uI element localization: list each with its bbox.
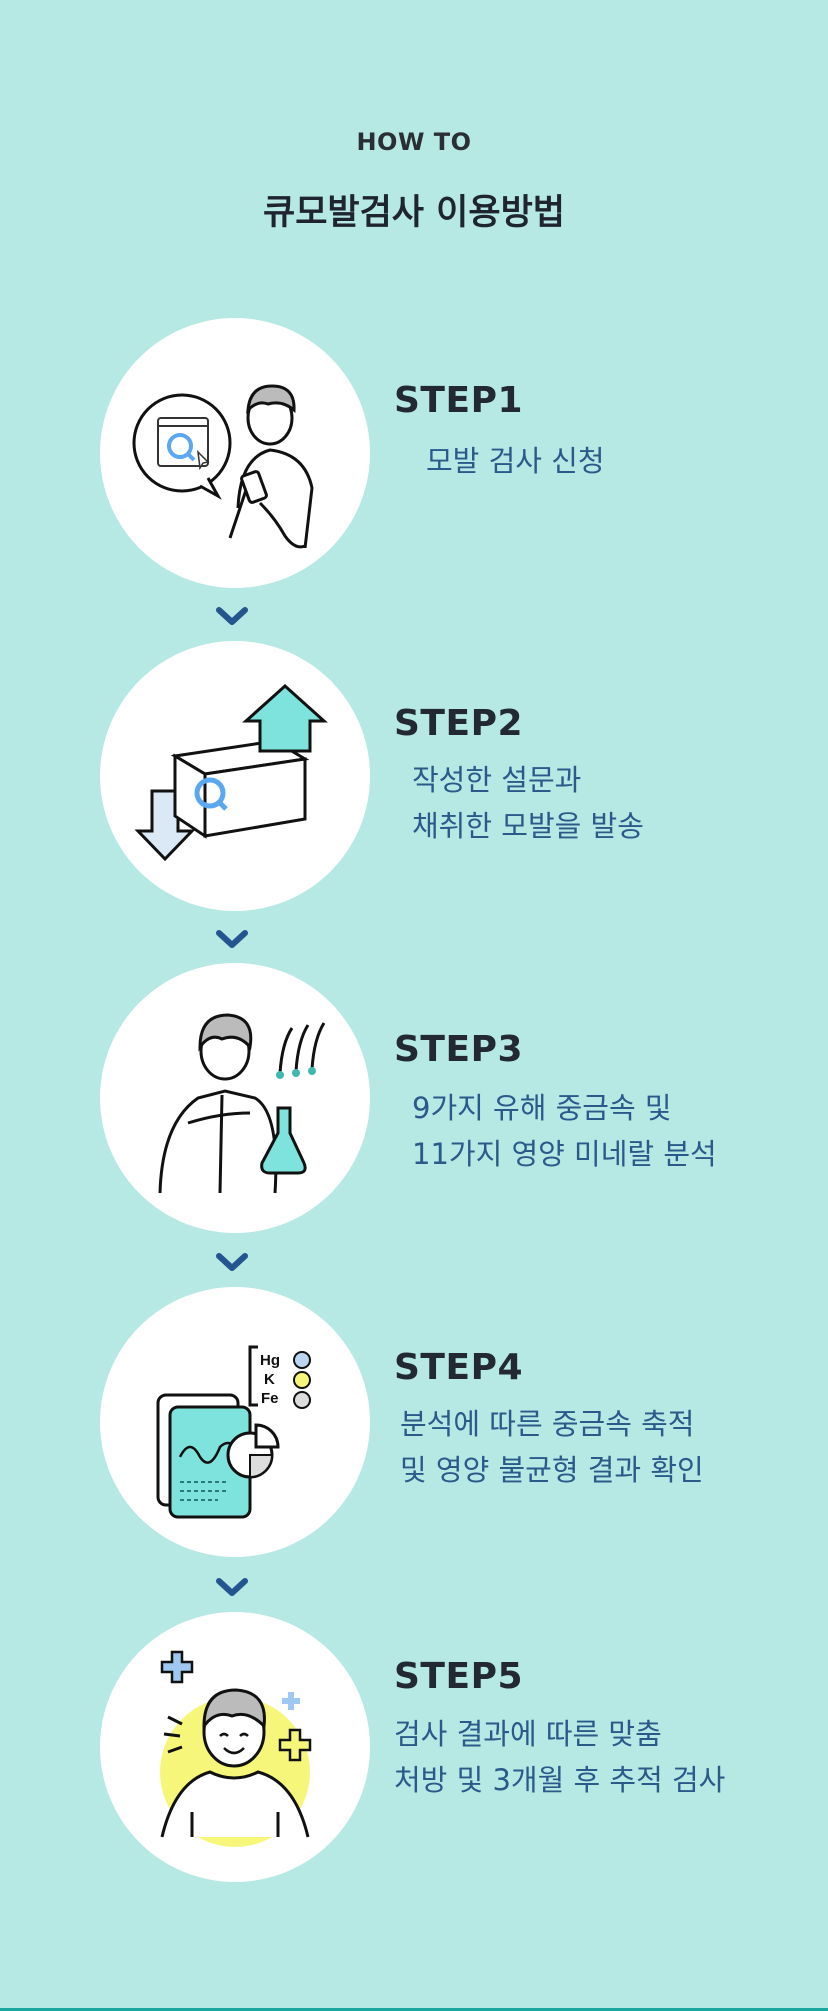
step-5-description: 검사 결과에 따른 맞춤 처방 및 3개월 후 추적 검사 — [394, 1711, 725, 1803]
element-fe: Fe — [261, 1390, 279, 1407]
step-1-label: STEP1 — [394, 380, 524, 421]
step-1: STEP1 모발 검사 신청 — [0, 318, 828, 588]
step-2-description: 작성한 설문과 채취한 모발을 발송 — [412, 757, 644, 849]
step-1-description: 모발 검사 신청 — [426, 438, 605, 484]
step-2-label: STEP2 — [394, 703, 524, 744]
page-title: 큐모발검사 이용방법 — [263, 193, 565, 233]
step-4-line-1: 분석에 따른 중금속 축적 — [400, 1407, 695, 1441]
step-3-line-1: 9가지 유해 중금속 및 — [412, 1091, 672, 1125]
step-2-line-1: 작성한 설문과 — [412, 763, 582, 797]
chevron-down-icon — [216, 1578, 248, 1596]
step-1-illustration — [100, 318, 370, 588]
step-3-illustration — [100, 963, 370, 1233]
box-upload-icon — [134, 683, 328, 862]
step-2-illustration — [100, 641, 370, 911]
chevron-down-icon — [216, 607, 248, 625]
report-chart-icon: Hg K Fe — [156, 1345, 311, 1519]
step-5-illustration — [100, 1612, 370, 1882]
step-5-line-1: 검사 결과에 따른 맞춤 — [394, 1717, 662, 1751]
step-4-line-2: 및 영양 불균형 결과 확인 — [400, 1453, 704, 1487]
chevron-down-icon — [216, 1253, 248, 1271]
step-3-description: 9가지 유해 중금속 및 11가지 영양 미네랄 분석 — [412, 1085, 717, 1177]
chevron-down-icon — [216, 930, 248, 948]
step-3-label: STEP3 — [394, 1029, 524, 1070]
step-1-line-1: 모발 검사 신청 — [426, 444, 605, 478]
step-4: Hg K Fe STEP4 분석에 따른 중금속 축적 및 영양 불균형 결과 … — [0, 1287, 828, 1557]
section-eyebrow: HOW TO — [356, 128, 472, 156]
element-k: K — [264, 1371, 275, 1388]
step-2-line-2: 채취한 모발을 발송 — [412, 809, 644, 843]
phone-person-icon — [132, 384, 314, 549]
step-4-label: STEP4 — [394, 1347, 524, 1388]
step-5-label: STEP5 — [394, 1656, 524, 1697]
step-2: STEP2 작성한 설문과 채취한 모발을 발송 — [0, 641, 828, 911]
step-5-line-2: 처방 및 3개월 후 추적 검사 — [394, 1763, 726, 1797]
step-3: STEP3 9가지 유해 중금속 및 11가지 영양 미네랄 분석 — [0, 963, 828, 1233]
step-3-line-2: 11가지 영양 미네랄 분석 — [412, 1137, 717, 1171]
scientist-flask-icon — [158, 1013, 326, 1194]
step-4-illustration: Hg K Fe — [100, 1287, 370, 1557]
step-5: STEP5 검사 결과에 따른 맞춤 처방 및 3개월 후 추적 검사 — [0, 1612, 828, 1882]
element-hg: Hg — [260, 1352, 280, 1369]
step-4-description: 분석에 따른 중금속 축적 및 영양 불균형 결과 확인 — [400, 1401, 704, 1493]
footer-divider — [0, 2008, 828, 2011]
smiling-person-icon — [160, 1650, 312, 1847]
